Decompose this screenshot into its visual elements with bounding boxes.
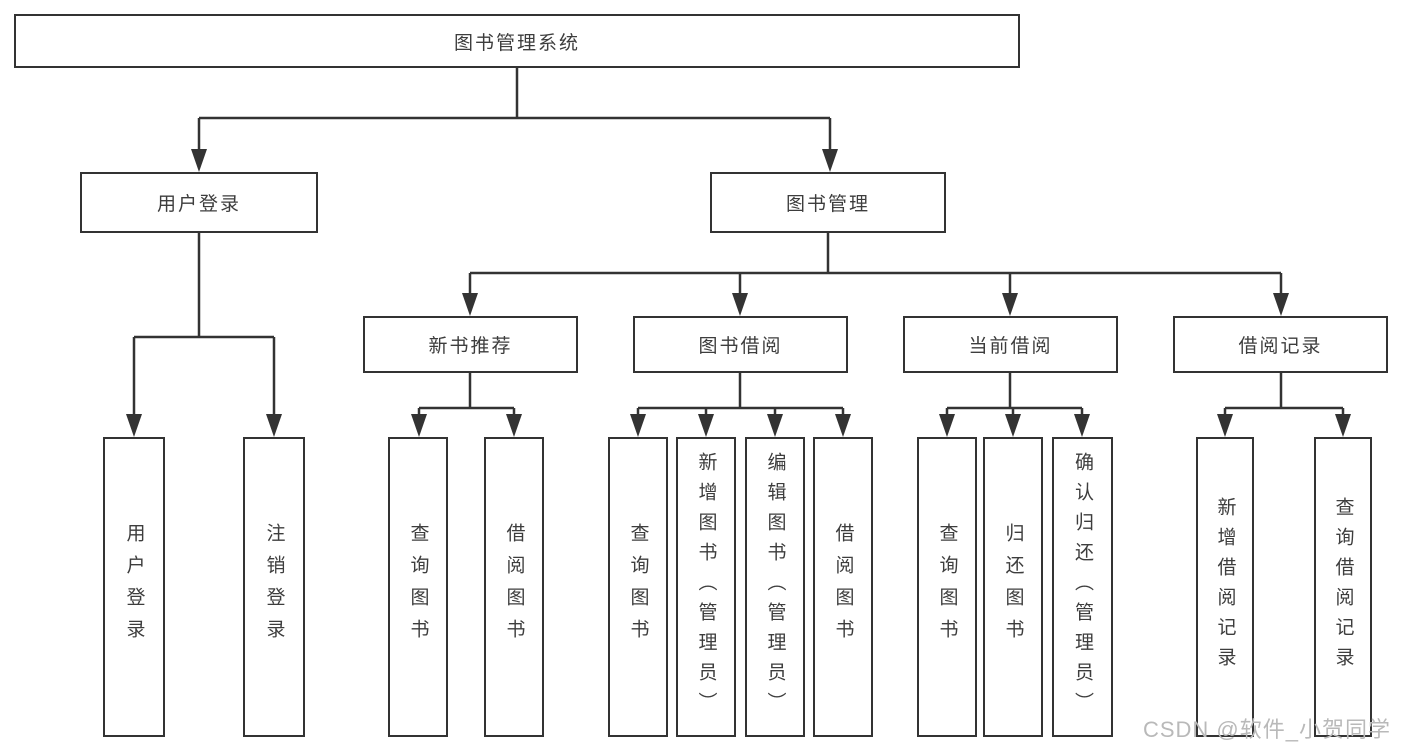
leaf-confirm-return-admin-label: 确认归还（管理员） xyxy=(1072,452,1093,722)
leaf-add-borrow-record-label: 新增借阅记录 xyxy=(1214,497,1236,677)
leaf-return-books: 归还图书 xyxy=(983,437,1043,737)
leaf-add-borrow-record: 新增借阅记录 xyxy=(1196,437,1254,737)
leaf-query-books-1: 查询图书 xyxy=(388,437,448,737)
leaf-query-books-2: 查询图书 xyxy=(608,437,668,737)
leaf-add-books-admin-label: 新增图书（管理员） xyxy=(695,452,717,722)
leaf-query-books-3-label: 查询图书 xyxy=(936,523,958,651)
leaf-query-borrow-record-label: 查询借阅记录 xyxy=(1332,497,1354,677)
leaf-borrow-books-1-label: 借阅图书 xyxy=(503,523,525,651)
arrowheads xyxy=(126,149,1351,437)
leaf-query-books-3: 查询图书 xyxy=(917,437,977,737)
leaf-edit-books-admin-label: 编辑图书（管理员） xyxy=(764,452,786,722)
leaf-confirm-return-admin: 确认归还（管理员） xyxy=(1052,437,1113,737)
connector-userlogin-to-children xyxy=(132,233,276,424)
node-root: 图书管理系统 xyxy=(14,14,1020,68)
node-user-login-branch: 用户登录 xyxy=(80,172,318,233)
leaf-return-books-label: 归还图书 xyxy=(1002,523,1024,651)
leaf-user-login-label: 用户登录 xyxy=(123,523,145,651)
leaf-logout: 注销登录 xyxy=(243,437,305,737)
node-current-borrowing-label: 当前借阅 xyxy=(968,336,1053,357)
leaf-query-books-1-label: 查询图书 xyxy=(407,523,429,651)
node-book-management-branch-label: 图书管理 xyxy=(785,194,870,215)
leaf-user-login: 用户登录 xyxy=(103,437,165,737)
leaf-add-books-admin: 新增图书（管理员） xyxy=(676,437,736,737)
leaf-query-books-2-label: 查询图书 xyxy=(627,523,649,651)
node-borrowing-records: 借阅记录 xyxy=(1173,316,1388,373)
csdn-watermark: CSDN @软件_小贺同学 xyxy=(1142,717,1391,742)
leaf-borrow-books-1: 借阅图书 xyxy=(484,437,544,737)
connector-newbook-to-children xyxy=(417,373,516,424)
connector-bookmgmt-to-level3 xyxy=(468,233,1283,303)
node-new-book-recommend: 新书推荐 xyxy=(363,316,578,373)
leaf-query-borrow-record: 查询借阅记录 xyxy=(1314,437,1372,737)
node-user-login-branch-label: 用户登录 xyxy=(156,194,241,215)
node-current-borrowing: 当前借阅 xyxy=(903,316,1118,373)
connector-records-to-children xyxy=(1223,373,1345,424)
node-book-management-branch: 图书管理 xyxy=(710,172,946,233)
leaf-edit-books-admin: 编辑图书（管理员） xyxy=(745,437,805,737)
node-root-label: 图书管理系统 xyxy=(453,32,580,54)
leaf-borrow-books-2: 借阅图书 xyxy=(813,437,873,737)
leaf-borrow-books-2-label: 借阅图书 xyxy=(832,523,854,651)
connector-root-to-level2 xyxy=(197,68,832,160)
node-book-borrowing-label: 图书借阅 xyxy=(698,336,783,357)
node-book-borrowing: 图书借阅 xyxy=(633,316,848,373)
leaf-logout-label: 注销登录 xyxy=(263,523,285,651)
connector-borrow-to-children xyxy=(636,373,845,424)
node-borrowing-records-label: 借阅记录 xyxy=(1238,336,1323,357)
node-new-book-recommend-label: 新书推荐 xyxy=(428,336,513,357)
